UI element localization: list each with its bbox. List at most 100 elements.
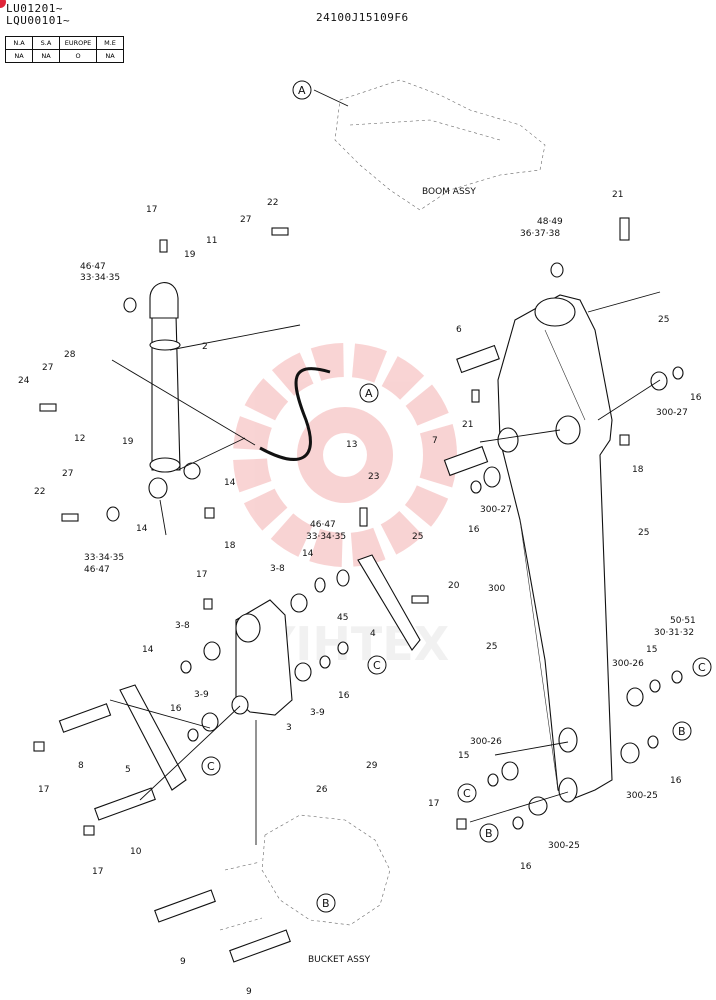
region-spec-table: N.A S.A EUROPE M.E NA NA O NA	[5, 36, 124, 63]
boom-assy-label: BOOM ASSY	[422, 187, 476, 197]
bucket-cylinder-2	[149, 282, 301, 473]
part-label: 15	[646, 645, 657, 655]
part-label: 9	[180, 957, 186, 967]
washers	[106, 262, 684, 830]
part-label: 30·31·32	[654, 628, 694, 638]
callout-b-lower: B	[485, 827, 493, 840]
part-label: 33·34·35	[306, 532, 346, 542]
hose-13	[259, 367, 331, 461]
pin-9-lower	[229, 929, 291, 963]
part-label: 29	[366, 761, 378, 771]
pin-6	[456, 344, 500, 374]
part-label: 17	[196, 570, 207, 580]
part-label: 23	[368, 472, 379, 482]
callout-a-top: A	[298, 84, 306, 97]
spec-value-me: NA	[96, 49, 124, 63]
part-label: 45	[337, 613, 348, 623]
callout-c-bracket: C	[207, 760, 215, 773]
part-label: 7	[432, 436, 438, 446]
part-label: 15	[458, 751, 469, 761]
part-label: 300-25	[626, 791, 658, 801]
part-label: 300-25	[548, 841, 580, 851]
part-label: 14	[224, 478, 236, 488]
corner-badge	[0, 0, 6, 8]
part-label: 16	[690, 393, 702, 403]
serial-range-2: LQU00101~	[6, 14, 71, 27]
part-label: 24	[18, 376, 30, 386]
part-label: 20	[448, 581, 460, 591]
part-label: 21	[462, 420, 473, 430]
part-label: 11	[206, 236, 217, 246]
part-label: 300-27	[656, 408, 688, 418]
pin-9-upper	[154, 889, 216, 923]
part-label: 2	[202, 342, 208, 352]
part-label: 19	[184, 250, 196, 260]
callout-b-bucket: B	[322, 897, 330, 910]
spec-value-europe: O	[59, 49, 97, 63]
part-label: 9	[246, 987, 252, 997]
bucket-assy-sketch	[219, 814, 391, 931]
part-label: 28	[64, 350, 76, 360]
boom-assy-sketch	[313, 79, 546, 211]
part-label: 18	[224, 541, 236, 551]
part-label: 3	[286, 723, 292, 733]
part-label: 14	[302, 549, 314, 559]
part-label: 300	[488, 584, 505, 594]
part-label: 36·37·38	[520, 229, 560, 239]
grease-nipples-and-bolts	[33, 217, 630, 836]
part-label: 300-26	[470, 737, 502, 747]
part-label: 5	[125, 765, 131, 775]
part-label: 8	[78, 761, 84, 771]
part-label: 3-8	[270, 564, 285, 574]
watermark-text: YIHTEX	[261, 617, 449, 671]
part-label: 12	[74, 434, 85, 444]
part-label: 33·34·35	[80, 273, 120, 283]
part-label: 48·49	[537, 217, 563, 227]
spec-value-na: NA	[5, 49, 33, 63]
link-5	[119, 684, 187, 791]
part-label: 13	[346, 440, 357, 450]
leader-lines	[109, 291, 661, 845]
part-label: 27	[42, 363, 53, 373]
part-label: 14	[136, 524, 148, 534]
part-label: 16	[670, 776, 682, 786]
part-label: 16	[468, 525, 480, 535]
part-label: 300-26	[612, 659, 644, 669]
callouts: A A B B B C C C C	[201, 80, 712, 913]
spec-table-value-row: NA NA O NA	[5, 49, 124, 63]
part-label: 17	[146, 205, 157, 215]
callout-b-right-upper: B	[678, 725, 686, 738]
part-label: 3-9	[310, 708, 325, 718]
pin-8	[58, 703, 112, 733]
part-label: 22	[34, 487, 45, 497]
bucket-assy-label: BUCKET ASSY	[308, 955, 371, 965]
part-label: 17	[92, 867, 103, 877]
part-label: 16	[338, 691, 350, 701]
part-label: 25	[412, 532, 423, 542]
part-label: 25	[658, 315, 669, 325]
part-label: 26	[316, 785, 328, 795]
part-number-labels: 17 22 27 11 19 46·47 33·34·35 2 28 27 24…	[18, 190, 702, 997]
part-label: 16	[520, 862, 532, 872]
callout-c-link: C	[373, 659, 381, 672]
callout-a-hose: A	[365, 387, 373, 400]
part-label: 19	[122, 437, 134, 447]
part-label: 25	[486, 642, 497, 652]
part-label: 25	[638, 528, 649, 538]
part-label: 46·47	[84, 565, 110, 575]
pin-7	[443, 445, 489, 477]
part-label: 50·51	[670, 616, 696, 626]
part-label: 27	[62, 469, 73, 479]
part-label: 22	[267, 198, 278, 208]
serial-range-1: LU01201~	[6, 2, 63, 15]
part-label: 21	[612, 190, 623, 200]
watermark-logo: YIHTEX	[233, 343, 457, 671]
callout-c-arm-lower: C	[463, 787, 471, 800]
part-label: 10	[130, 847, 142, 857]
link-4	[357, 554, 421, 651]
part-label: 33·34·35	[84, 553, 124, 563]
spec-value-sa: NA	[32, 49, 60, 63]
part-label: 46·47	[80, 262, 106, 272]
